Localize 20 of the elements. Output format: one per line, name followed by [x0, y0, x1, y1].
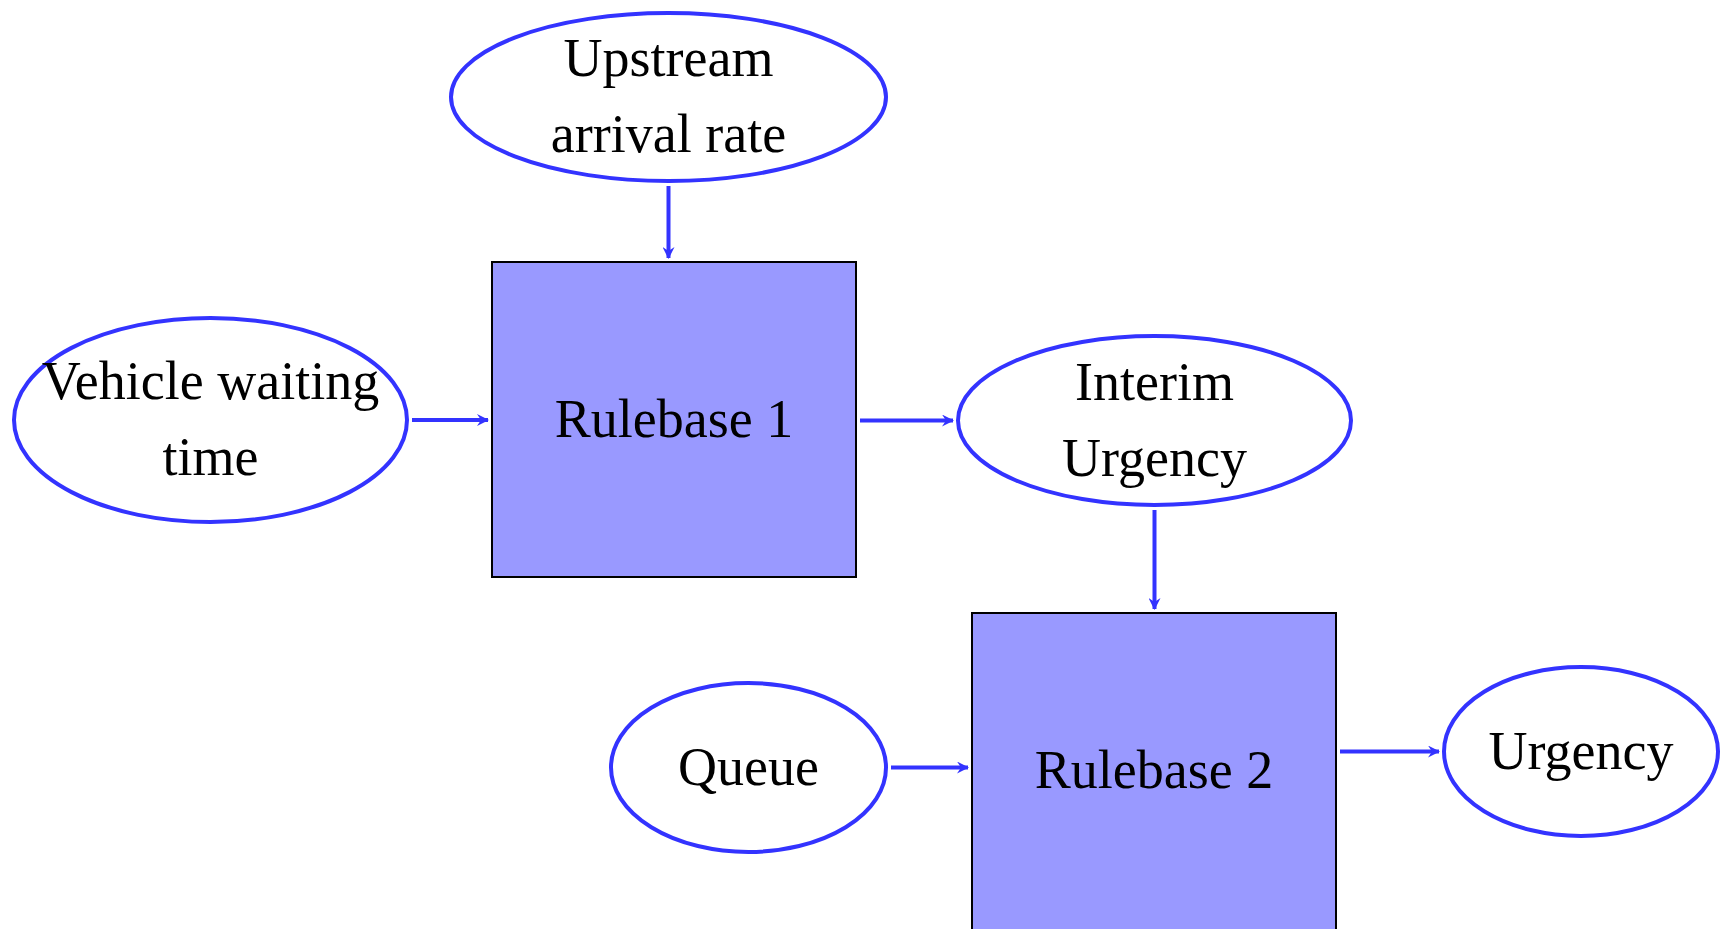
node-label: Upstream arrival rate [549, 27, 788, 166]
ellipse-node [1442, 665, 1720, 838]
ellipse-node [956, 334, 1353, 507]
process-box [491, 261, 857, 578]
node-label: Urgency [1488, 719, 1674, 783]
node-label: Interim Urgency [1061, 350, 1248, 490]
node-label: Vehicle waiting time [40, 350, 381, 489]
arrow [860, 414, 954, 427]
node-label: Rulebase 1 [554, 387, 794, 451]
ellipse-node [609, 681, 888, 854]
ellipse-node [12, 316, 409, 524]
arrow [1148, 510, 1161, 610]
arrow [1340, 745, 1440, 758]
node-label: Rulebase 2 [1034, 739, 1274, 803]
arrow [412, 414, 489, 426]
ellipse-node [449, 11, 888, 183]
arrow [891, 761, 969, 774]
process-box [971, 612, 1337, 929]
arrow [662, 186, 675, 259]
node-label: Queue [678, 735, 819, 799]
